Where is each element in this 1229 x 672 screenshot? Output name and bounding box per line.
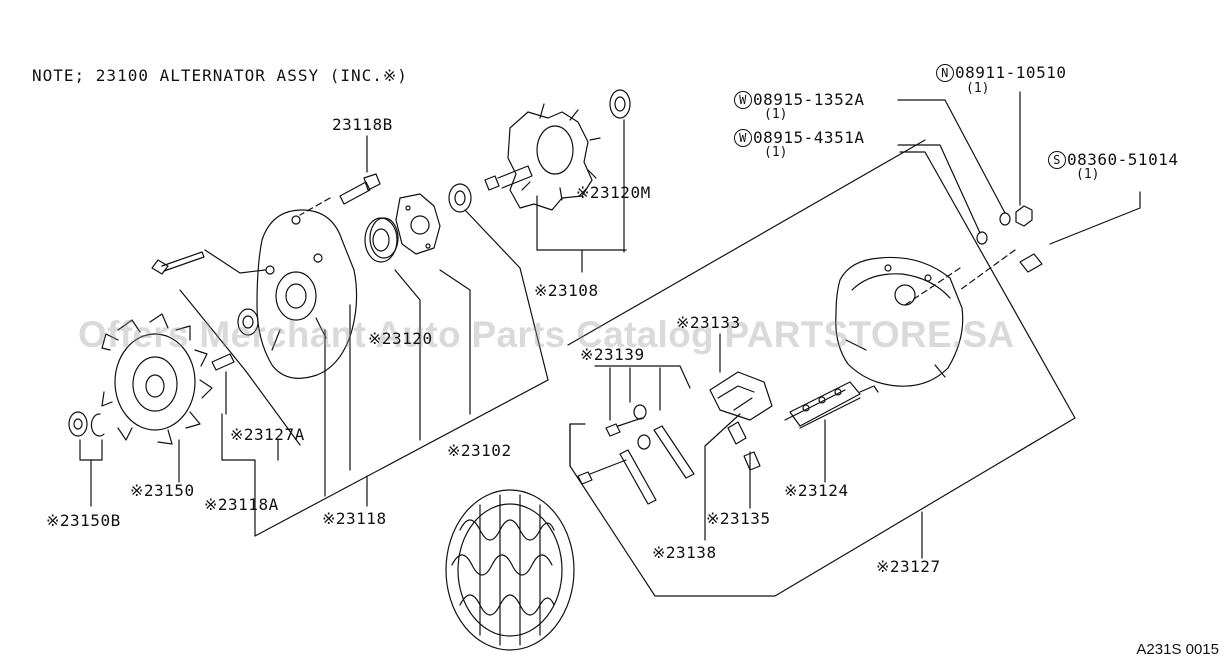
label-23118b: 23118B (332, 115, 393, 134)
label-23135: ※23135 (706, 509, 771, 528)
note-text: NOTE; 23100 ALTERNATOR ASSY (INC.※) (32, 66, 408, 85)
rear-fasteners (976, 205, 1043, 273)
label-23150b: ※23150B (46, 511, 121, 530)
label-23138: ※23138 (652, 543, 717, 562)
s-part-number: 08360-51014 (1067, 150, 1179, 169)
w1-mark: W (734, 91, 752, 109)
rear-frame (835, 256, 964, 387)
label-23124: ※23124 (784, 481, 849, 500)
through-bolt (151, 251, 205, 275)
label-23150: ※23150 (130, 481, 195, 500)
retainer-plate (395, 193, 441, 255)
label-23133: ※23133 (676, 313, 741, 332)
n-mark: N (936, 64, 954, 82)
label-23108: ※23108 (534, 281, 599, 300)
brush-holder (709, 371, 773, 471)
pulley-nut (68, 411, 105, 437)
label-23118a: ※23118A (204, 495, 279, 514)
front-bearing (364, 217, 399, 263)
stator (445, 489, 575, 651)
w1-qty: (1) (764, 107, 788, 122)
leader-lines (79, 91, 1141, 597)
label-23139: ※23139 (580, 345, 645, 364)
spacer-ring (448, 183, 472, 213)
rotor (484, 89, 631, 211)
w1-part-number: 08915-1352A (753, 90, 865, 109)
diagram-code: A231S 0015 (1136, 641, 1219, 658)
watermark: Offers Merchant Auto Parts Catalog PARTS… (78, 314, 1015, 355)
bolt-23118b (339, 173, 381, 205)
w2-part-number: 08915-4351A (753, 128, 865, 147)
label-23127: ※23127 (876, 557, 941, 576)
label-23118: ※23118 (322, 509, 387, 528)
rectifier (784, 381, 879, 429)
w2-qty: (1) (764, 145, 788, 160)
label-23102: ※23102 (447, 441, 512, 460)
n-part-number: 08911-10510 (955, 63, 1067, 82)
terminal-parts (577, 404, 695, 505)
label-23120: ※23120 (368, 329, 433, 348)
s-mark: S (1048, 151, 1066, 169)
n-qty: (1) (966, 81, 990, 96)
label-23120m: ※23120M (576, 183, 651, 202)
front-housing (256, 209, 358, 379)
label-23127a: ※23127A (230, 425, 305, 444)
s-qty: (1) (1076, 167, 1100, 182)
pulley-fan (101, 313, 213, 445)
w2-mark: W (734, 129, 752, 147)
